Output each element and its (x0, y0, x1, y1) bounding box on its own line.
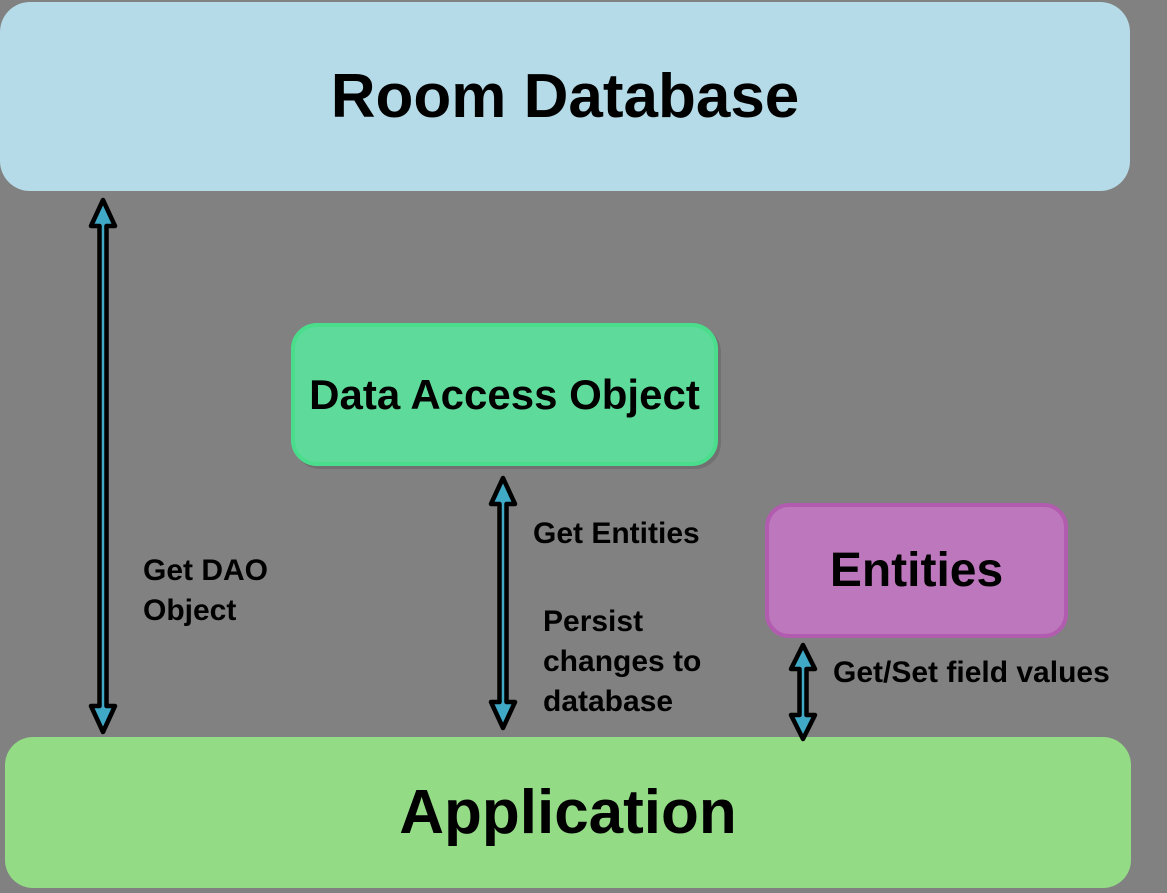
double-arrow-shape (88, 197, 118, 735)
entities-application-double-arrow-icon (788, 642, 818, 742)
persist-changes-label: Persist changes to database (543, 605, 702, 718)
data-access-object-box: Data Access Object (291, 323, 718, 466)
double-arrow-shape (788, 642, 818, 742)
get-set-field-values-label: Get/Set field values (833, 656, 1110, 689)
get-dao-object-label: Get DAO Object (143, 554, 269, 627)
room-database-box: Room Database (0, 2, 1130, 191)
application-label: Application (399, 778, 737, 847)
get-entities-label: Get Entities (533, 517, 700, 550)
dao-application-double-arrow-icon (488, 475, 518, 731)
data-access-object-label: Data Access Object (309, 370, 700, 418)
entities-box: Entities (765, 503, 1068, 638)
entities-label: Entities (829, 544, 1004, 597)
double-arrow-shape (488, 475, 518, 731)
room-db-application-double-arrow-icon (88, 197, 118, 735)
application-box: Application (5, 737, 1131, 888)
room-database-label: Room Database (330, 62, 800, 131)
